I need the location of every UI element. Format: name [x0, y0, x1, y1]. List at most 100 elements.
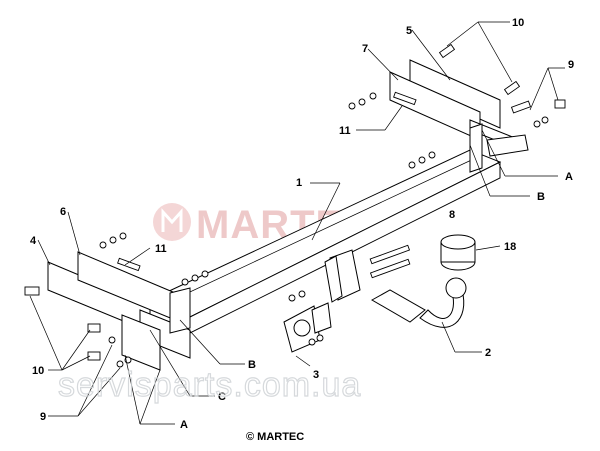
socket-plate	[283, 302, 332, 353]
callout-9-right: 9	[568, 59, 574, 71]
nut	[428, 151, 436, 159]
callout-c: C	[218, 391, 226, 403]
nut	[109, 236, 117, 244]
leader	[124, 247, 151, 266]
leader	[411, 29, 451, 81]
callout-5: 5	[406, 25, 412, 37]
leader	[179, 319, 221, 365]
leader	[441, 321, 456, 353]
washer	[541, 116, 549, 124]
leader	[77, 367, 121, 417]
url-watermark: servisparts.com.ua	[58, 366, 361, 404]
right-bracket	[389, 59, 529, 173]
leader	[311, 182, 341, 241]
right-flange	[486, 134, 529, 157]
bolt	[503, 80, 521, 96]
bolt	[369, 258, 411, 279]
leader	[61, 355, 91, 371]
bolt	[117, 257, 141, 272]
callout-1: 1	[296, 177, 302, 189]
leader	[29, 295, 63, 371]
nut	[369, 92, 377, 100]
leader	[149, 329, 191, 397]
leader	[77, 344, 113, 417]
bolt-head	[87, 351, 101, 361]
bolt-head	[554, 99, 566, 109]
leader	[469, 144, 491, 197]
left-bracket	[47, 251, 191, 371]
left-bolts	[24, 232, 411, 368]
nut	[418, 156, 426, 164]
nut	[316, 334, 324, 342]
callout-10-right: 10	[512, 17, 524, 29]
tow-neck	[370, 277, 467, 328]
leader	[139, 369, 161, 425]
bolt-head	[24, 286, 40, 296]
ball-cover-top	[440, 234, 476, 250]
nut	[99, 241, 107, 249]
socket-plate-tab	[311, 302, 332, 334]
callout-4: 4	[30, 235, 37, 247]
nut	[298, 290, 306, 298]
nut	[191, 274, 199, 282]
right-bolts	[348, 43, 566, 169]
callout-11-right: 11	[339, 125, 351, 137]
right-mount-plate	[469, 123, 483, 173]
bolt	[393, 91, 417, 106]
bolt	[369, 244, 411, 265]
nut	[408, 161, 416, 169]
leader	[61, 329, 91, 371]
bolt	[438, 43, 456, 59]
nut	[201, 270, 209, 278]
leader	[367, 48, 399, 81]
leader	[37, 239, 51, 266]
cross-beam	[149, 149, 502, 339]
ball-cover	[440, 234, 476, 271]
leader-lines	[29, 21, 565, 425]
washer	[108, 336, 116, 344]
center-bracket-side	[324, 255, 343, 303]
left-flange	[169, 287, 191, 334]
leader	[384, 105, 403, 131]
leader	[67, 211, 81, 256]
callout-11-left: 11	[155, 243, 167, 255]
callouts: 1 2 3 4 5 6 7 8 9 9 10 10 11 11 18 A A B…	[30, 17, 574, 431]
center-bracket	[324, 249, 361, 303]
leader	[481, 129, 506, 177]
nut	[288, 294, 296, 302]
leader	[547, 67, 559, 101]
callout-b-right: B	[537, 191, 545, 203]
callout-7: 7	[362, 43, 368, 55]
nut	[308, 338, 316, 346]
nut	[181, 278, 189, 286]
callout-6: 6	[60, 206, 66, 218]
callout-a-left: A	[180, 419, 188, 431]
beam-edge-line	[159, 155, 481, 307]
leader	[477, 21, 513, 83]
nut	[119, 232, 127, 240]
bolt	[510, 100, 532, 114]
leader	[475, 245, 501, 251]
leader	[529, 67, 549, 111]
callout-10-left: 10	[32, 365, 44, 377]
callout-9-left: 9	[40, 411, 46, 423]
callout-3: 3	[313, 369, 319, 381]
leader	[446, 21, 479, 47]
callout-8: 8	[449, 209, 455, 221]
leader	[124, 354, 141, 425]
neck-receiver	[370, 289, 426, 323]
martec-logo-mark	[161, 208, 183, 232]
callout-a-right: A	[565, 171, 573, 183]
callout-b-left: B	[248, 359, 256, 371]
tow-ball	[445, 277, 467, 299]
bolt-head	[87, 323, 101, 333]
leader	[295, 355, 311, 367]
callout-2: 2	[485, 347, 491, 359]
callout-18: 18	[504, 241, 516, 253]
nut	[348, 102, 356, 110]
washer	[116, 360, 124, 368]
nut	[358, 98, 366, 106]
socket-hole	[293, 319, 311, 337]
copyright-notice: © MARTEC	[246, 431, 304, 443]
